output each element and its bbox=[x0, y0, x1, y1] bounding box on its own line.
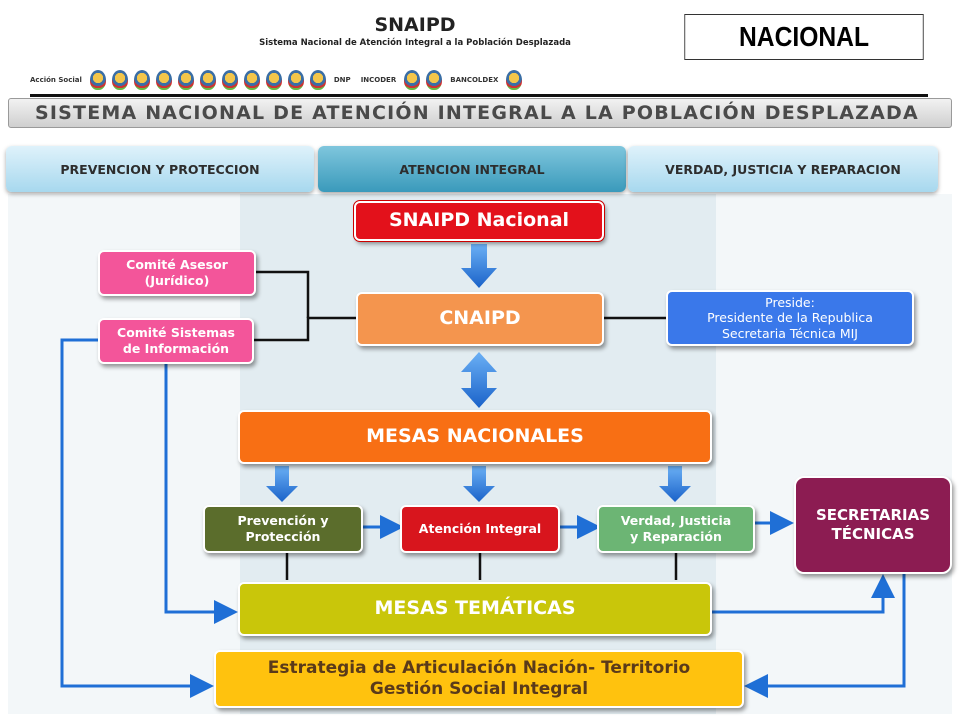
seal-icon bbox=[287, 70, 304, 90]
bancoldex-logo-text: BANCOLDEX bbox=[450, 76, 499, 84]
bancoldex-logo: BANCOLDEX bbox=[448, 69, 500, 91]
seal-icon bbox=[506, 70, 523, 90]
cnaipd-box: CNAIPD bbox=[356, 292, 604, 346]
header-divider bbox=[30, 94, 928, 97]
arrow-to-atencion bbox=[463, 466, 495, 502]
snaipd-nacional-box: SNAIPD Nacional bbox=[353, 200, 605, 242]
secretarias-tecnicas-box: SECRETARIAS TÉCNICAS bbox=[794, 476, 952, 574]
sena-logo bbox=[426, 69, 443, 91]
incoder-logo: INCODER bbox=[359, 69, 399, 91]
nacional-badge: NACIONAL bbox=[684, 14, 924, 60]
tab-verdad-justicia[interactable]: VERDAD, JUSTICIA Y REPARACION bbox=[628, 146, 938, 192]
line-asesor bbox=[256, 270, 310, 318]
banagrario-logo bbox=[506, 69, 523, 91]
arrow-to-prevencion bbox=[266, 466, 298, 502]
tab-atencion-integral[interactable]: ATENCION INTEGRAL bbox=[318, 146, 626, 192]
ministerio-seal-7 bbox=[243, 69, 260, 91]
seal-icon bbox=[155, 70, 172, 90]
arrow-snaipd-to-cnaipd bbox=[461, 244, 497, 288]
seal-icon bbox=[199, 70, 216, 90]
seal-icon bbox=[177, 70, 194, 90]
seal-icon bbox=[404, 70, 421, 90]
ministerio-seal-4 bbox=[177, 69, 194, 91]
ministerio-seal-5 bbox=[199, 69, 216, 91]
seal-icon bbox=[111, 70, 128, 90]
mesas-tematicas-box: MESAS TEMÁTICAS bbox=[238, 582, 712, 636]
defensoria-logo bbox=[309, 69, 326, 91]
line-sistemas-to-estrategia bbox=[60, 338, 214, 698]
seal-icon bbox=[133, 70, 150, 90]
ministerio-seal-2 bbox=[133, 69, 150, 91]
system-banner: SISTEMA NACIONAL DE ATENCIÓN INTEGRAL A … bbox=[8, 98, 952, 128]
accion-social-logo-text: Acción Social bbox=[30, 76, 82, 84]
line-mesas-tem-to-secretarias bbox=[712, 574, 895, 614]
arrow-cnaipd-mesas bbox=[461, 352, 497, 408]
arrow-to-verdad bbox=[659, 466, 691, 502]
seal-icon bbox=[243, 70, 260, 90]
prevencion-proteccion-box: Prevención y Protección bbox=[203, 505, 363, 553]
programa-logo bbox=[89, 69, 106, 91]
preside-box: Preside: Presidente de la Republica Secr… bbox=[666, 290, 914, 346]
ministerio-seal-8 bbox=[265, 69, 282, 91]
verdad-justicia-box: Verdad, Justicia y Reparación bbox=[597, 505, 755, 553]
icbf-logo bbox=[404, 69, 421, 91]
incoder-logo-text: INCODER bbox=[360, 76, 397, 84]
header-title: SNAIPD bbox=[374, 14, 456, 36]
ministerio-seal-9 bbox=[287, 69, 304, 91]
seal-icon bbox=[265, 70, 282, 90]
seal-icon bbox=[221, 70, 238, 90]
line-secretarias-to-estrategia bbox=[744, 574, 906, 698]
ministerio-seal-6 bbox=[221, 69, 238, 91]
seal-icon bbox=[89, 70, 106, 90]
comite-sistemas-box: Comité Sistemas de Información bbox=[98, 318, 254, 364]
dnp-logo-text: DNP bbox=[333, 76, 351, 84]
logo-strip: Acción Social DNP INCODER BANCOLDEX bbox=[28, 66, 748, 94]
ministerio-seal-1 bbox=[111, 69, 128, 91]
estrategia-box: Estrategia de Articulación Nación- Terri… bbox=[214, 650, 744, 708]
ministerio-seal-3 bbox=[155, 69, 172, 91]
tab-prevencion[interactable]: PREVENCION Y PROTECCION bbox=[6, 146, 314, 192]
header-subtitle: Sistema Nacional de Atención Integral a … bbox=[259, 38, 571, 48]
line-sistemas bbox=[254, 316, 356, 342]
seal-icon bbox=[426, 70, 443, 90]
seal-icon bbox=[309, 70, 326, 90]
line-sistemas-to-mesas-tem bbox=[164, 364, 238, 624]
atencion-integral-box: Atención Integral bbox=[400, 505, 560, 553]
accion-social-logo: Acción Social bbox=[28, 69, 84, 91]
comite-asesor-box: Comité Asesor (Jurídico) bbox=[98, 250, 256, 296]
mesas-nacionales-box: MESAS NACIONALES bbox=[238, 410, 712, 464]
dnp-logo: DNP bbox=[332, 69, 353, 91]
